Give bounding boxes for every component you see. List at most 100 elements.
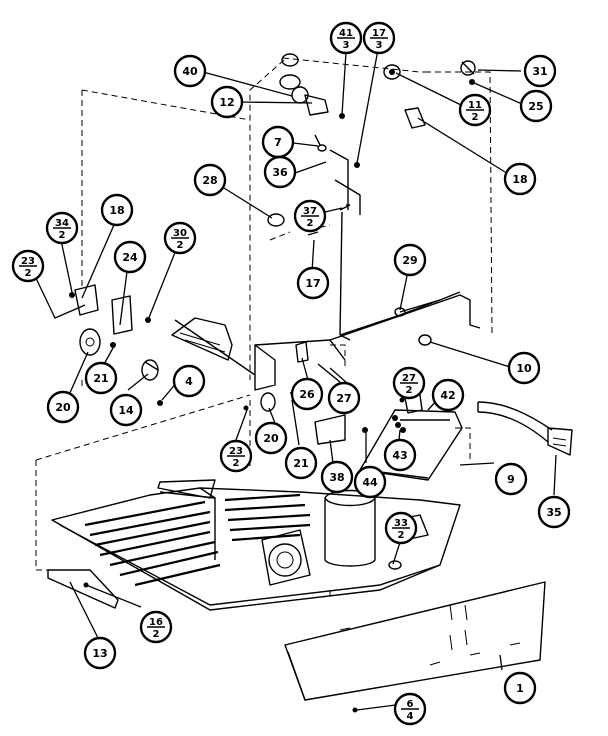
callout-number: 40 — [182, 65, 198, 78]
callout-circle — [393, 243, 427, 277]
callout-quantity: 4 — [407, 711, 414, 722]
air-duct — [171, 317, 233, 361]
callout-number: 30 — [173, 228, 187, 239]
callout-c27b: 272 — [392, 366, 426, 400]
capillary-tube — [339, 211, 461, 346]
callout-circle — [383, 438, 417, 472]
callout-number: 23 — [21, 256, 35, 267]
callout-circle — [84, 361, 118, 395]
callout-number: 27 — [336, 392, 351, 405]
callout-number: 23 — [229, 446, 243, 457]
callout-circle — [523, 54, 557, 88]
callout-quantity: 2 — [472, 112, 479, 123]
callout-c23b: 232 — [219, 439, 253, 473]
callout-number: 13 — [92, 647, 107, 660]
callout-quantity: 2 — [233, 458, 240, 469]
callout-number: 6 — [407, 699, 414, 710]
callout-number: 21 — [293, 457, 308, 470]
callout-circle — [210, 85, 244, 119]
callout-number: 34 — [55, 218, 69, 229]
callout-circle — [507, 351, 541, 385]
callout-c14: 14 — [109, 393, 143, 427]
callout-circle — [537, 495, 571, 529]
callout-c24: 24 — [113, 240, 147, 274]
callout-c21b: 21 — [284, 446, 318, 480]
callout-c23a: 232 — [11, 249, 45, 283]
callout-c25: 25 — [519, 89, 553, 123]
callout-circle — [263, 155, 297, 189]
callout-number: 29 — [402, 254, 417, 267]
callout-number: 44 — [362, 476, 378, 489]
callout-c17b: 17 — [296, 266, 330, 300]
callout-circle — [254, 421, 288, 455]
callout-c26: 26 — [290, 377, 324, 411]
callout-circle — [353, 465, 387, 499]
callout-number: 9 — [507, 473, 515, 486]
drain-pan — [243, 341, 463, 481]
callout-number: 33 — [394, 518, 408, 529]
callout-c40: 40 — [173, 54, 207, 88]
callout-c27a: 27 — [327, 381, 361, 415]
callout-circle — [327, 381, 361, 415]
callout-number: 41 — [339, 28, 353, 39]
condenser-coil — [84, 493, 311, 587]
callout-circle — [494, 462, 528, 496]
callout-c18a: 18 — [503, 162, 537, 196]
callout-quantity: 2 — [406, 385, 413, 396]
access-panel — [284, 581, 546, 713]
callout-circle — [193, 163, 227, 197]
callout-c44: 44 — [353, 465, 387, 499]
callout-number: 20 — [263, 432, 279, 445]
base-pan — [51, 479, 461, 611]
callout-quantity: 3 — [376, 40, 383, 51]
callout-c35: 35 — [537, 495, 571, 529]
callout-number: 20 — [55, 401, 71, 414]
callout-quantity: 2 — [59, 230, 66, 241]
callout-quantity: 2 — [177, 240, 184, 251]
callout-number: 11 — [468, 100, 482, 111]
callout-circle — [173, 54, 207, 88]
callout-number: 10 — [516, 362, 532, 375]
callout-circle — [503, 671, 537, 705]
callout-circle — [100, 193, 134, 227]
callout-number: 38 — [329, 471, 344, 484]
callout-circle — [431, 378, 465, 412]
callout-number: 25 — [528, 100, 543, 113]
callout-number: 21 — [93, 372, 108, 385]
callout-number: 26 — [299, 388, 315, 401]
callout-c42: 42 — [431, 378, 465, 412]
callout-c30: 302 — [163, 221, 197, 255]
callout-number: 27 — [402, 373, 416, 384]
callout-c29: 29 — [393, 243, 427, 277]
leader-lines — [33, 43, 557, 711]
callout-c7: 7 — [261, 125, 295, 159]
callout-number: 28 — [202, 174, 217, 187]
callout-c17a: 173 — [362, 21, 396, 55]
callout-c12: 12 — [210, 85, 244, 119]
callout-c13: 13 — [83, 636, 117, 670]
callout-number: 36 — [272, 166, 288, 179]
callout-quantity: 3 — [343, 40, 350, 51]
callout-c34: 342 — [45, 211, 79, 245]
callout-c16: 162 — [139, 610, 173, 644]
left-hinge-parts — [69, 284, 163, 406]
callout-number: 17 — [305, 277, 320, 290]
callout-circle — [519, 89, 553, 123]
callout-c36: 36 — [263, 155, 297, 189]
callout-c9: 9 — [494, 462, 528, 496]
callout-number: 7 — [274, 136, 282, 149]
callout-c6: 64 — [393, 692, 427, 726]
callout-number: 18 — [109, 204, 124, 217]
callout-number: 35 — [546, 506, 561, 519]
callout-number: 14 — [118, 404, 134, 417]
callout-c37: 372 — [293, 199, 327, 233]
callout-c41: 413 — [329, 21, 363, 55]
callout-c28: 28 — [193, 163, 227, 197]
callout-circle — [46, 390, 80, 424]
callout-circle — [296, 266, 330, 300]
callout-number: 16 — [149, 617, 163, 628]
power-cord — [477, 401, 573, 456]
callout-c21a: 21 — [84, 361, 118, 395]
callout-quantity: 2 — [398, 530, 405, 541]
